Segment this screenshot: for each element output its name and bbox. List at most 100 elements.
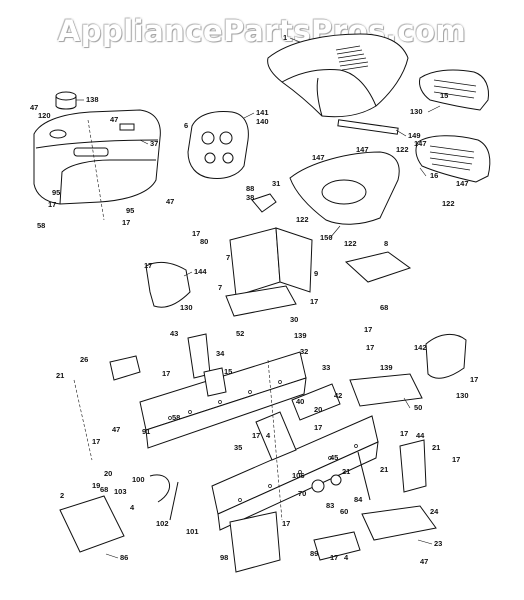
part-number-label: 84 [354,495,363,504]
part-number-label: 17 [366,343,374,352]
part-number-label: 140 [256,117,269,126]
part-number-label: 17 [310,297,318,306]
part-number-label: 139 [380,363,393,372]
part-number-label: 47 [30,103,38,112]
bracket-89-part [313,531,361,561]
part-number-label: 95 [126,206,134,215]
part-number-label: 6 [184,121,188,130]
part-number-label: 147 [356,145,369,154]
part-number-label: 26 [80,355,88,364]
fuel-cap-part [55,91,77,110]
part-number-label: 7 [226,253,230,262]
part-number-label: 98 [220,553,228,562]
part-number-label: 80 [200,237,208,246]
part-number-label: 70 [298,489,306,498]
part-number-label: 32 [300,347,308,356]
part-number-label: 95 [52,188,60,197]
bracket-142-part [425,334,467,379]
part-number-label: 42 [334,391,342,400]
part-number-label: 47 [112,425,120,434]
part-number-label: 122 [296,215,309,224]
bumper-part [349,373,423,407]
part-number-label: 147 [456,179,469,188]
part-number-label: 21 [342,467,350,476]
part-number-label: 19 [92,481,100,490]
part-number-label: 38 [246,193,254,202]
part-number-label: 50 [414,403,422,412]
part-number-label: 47 [110,115,118,124]
part-number-label: 2 [60,491,64,500]
instrument-panel-part [187,111,249,179]
part-number-label: 8 [384,239,388,248]
part-number-label: 17 [144,261,152,270]
lower-grille-part [415,135,491,183]
part-number-label: 130 [180,303,193,312]
part-number-label: 68 [100,485,108,494]
rod-dash-center [267,359,283,521]
bracket-15-part [203,367,227,397]
part-number-label: 17 [162,369,170,378]
cross-member-part [255,411,297,461]
bracket-98-part [229,511,281,573]
part-number-label: 23 [434,539,442,548]
part-number-label: 45 [330,453,338,462]
part-number-label: 144 [194,267,207,276]
part-number-label: 103 [114,487,127,496]
upper-grille-part [419,69,489,111]
plate-68-part [344,251,412,283]
pedal-26-part [109,355,141,381]
rear-bracket-24-part [361,505,437,541]
part-number-label: 17 [330,553,338,562]
part-number-label: 4 [266,431,271,440]
part-number-labels: 1 138 47 120 47 37 47 95 17 95 17 58 141… [30,33,478,566]
hood-part [267,33,409,118]
dash-tower-part [33,109,161,205]
part-number-label: 20 [104,469,112,478]
part-number-label: 138 [86,95,99,104]
part-number-label: 15 [224,367,232,376]
part-number-label: 21 [432,443,440,452]
part-number-label: 17 [252,431,260,440]
part-number-label: 122 [442,199,455,208]
part-number-label: 17 [92,437,100,446]
part-number-label: 33 [322,363,330,372]
part-number-label: 21 [380,465,388,474]
part-number-label: 34 [216,349,225,358]
leader-lines [76,37,441,559]
hood-bar-part [337,119,399,135]
part-number-label: 37 [150,139,158,148]
part-number-label: 20 [314,405,322,414]
part-number-label: 147 [414,139,427,148]
part-number-label: 47 [166,197,174,206]
part-number-label: 89 [310,549,318,558]
part-number-label: 100 [132,475,145,484]
part-number-label: 24 [430,507,439,516]
rod-84-part [357,451,371,501]
part-number-label: 147 [312,153,325,162]
frame-right-part [211,415,379,531]
part-number-label: 21 [56,371,64,380]
part-number-label: 17 [192,229,200,238]
part-number-label: 17 [48,200,56,209]
bushing-45-part [330,474,342,486]
part-number-label: 122 [396,145,409,154]
part-number-label: 101 [186,527,199,536]
part-number-label: 44 [416,431,425,440]
part-number-label: 142 [414,343,427,352]
dash-support-part [225,227,313,317]
part-number-label: 58 [37,221,45,230]
part-number-label: 31 [272,179,280,188]
axle-bracket-part [399,439,427,493]
bushing-70-part [311,479,325,493]
part-number-label: 7 [218,283,222,292]
part-number-label: 88 [246,184,254,193]
rod-102-part [169,481,179,521]
part-number-label: 149 [408,131,421,140]
part-number-label: 4 [344,553,349,562]
part-number-label: 15 [440,91,448,100]
part-number-label: 130 [456,391,469,400]
part-number-label: 139 [294,331,307,340]
part-number-label: 60 [340,507,348,516]
